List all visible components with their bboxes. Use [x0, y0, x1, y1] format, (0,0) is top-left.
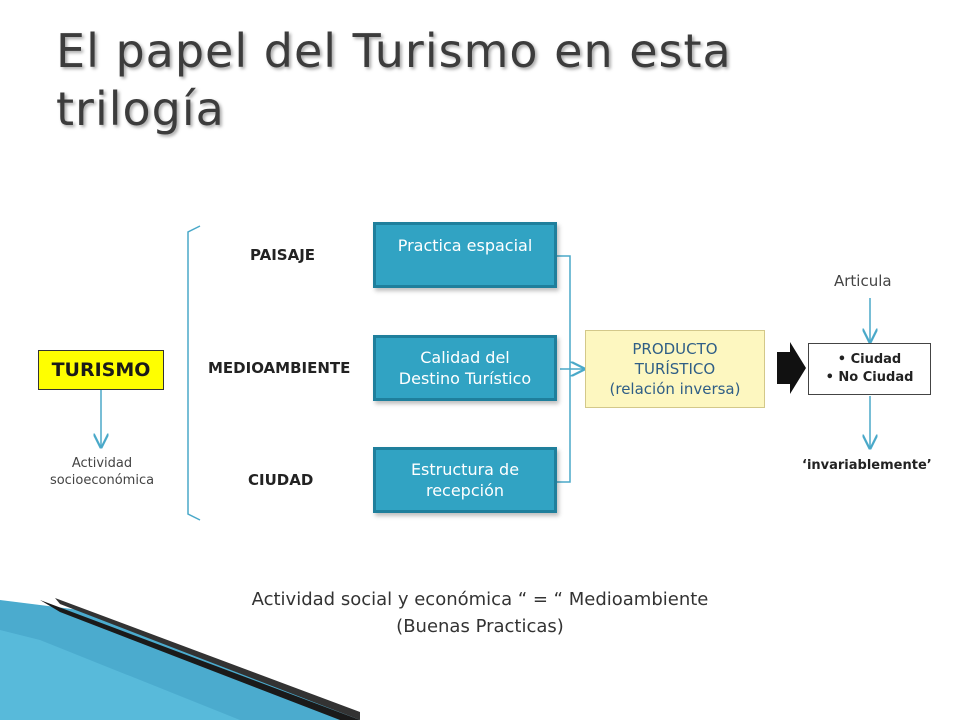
- label-paisaje: PAISAJE: [250, 246, 316, 264]
- invariablemente-label: ‘invariablemente’: [802, 458, 932, 473]
- label-ciudad: CIUDAD: [248, 471, 314, 489]
- label-medioambiente: MEDIOAMBIENTE: [208, 359, 351, 377]
- box-calidad-destino: Calidad del Destino Turístico: [373, 335, 557, 401]
- page-title: El papel del Turismo en esta trilogía: [56, 24, 732, 136]
- articula-label: Articula: [834, 272, 892, 290]
- producto-turistico-box: PRODUCTO TURÍSTICO (relación inversa): [585, 330, 765, 408]
- box-practica-espacial: Practica espacial: [373, 222, 557, 288]
- box-estructura-recepcion: Estructura de recepción: [373, 447, 557, 513]
- turismo-box: TURISMO: [38, 350, 164, 390]
- bottom-caption: Actividad social y económica “ = “ Medio…: [251, 589, 709, 637]
- list-item: • Ciudad: [837, 352, 902, 367]
- block-arrow-icon: [777, 342, 806, 394]
- list-item: • No Ciudad: [825, 370, 914, 385]
- actividad-label: Actividad socioeconómica: [49, 456, 155, 488]
- ciudad-list-box: • Ciudad • No Ciudad: [808, 343, 931, 395]
